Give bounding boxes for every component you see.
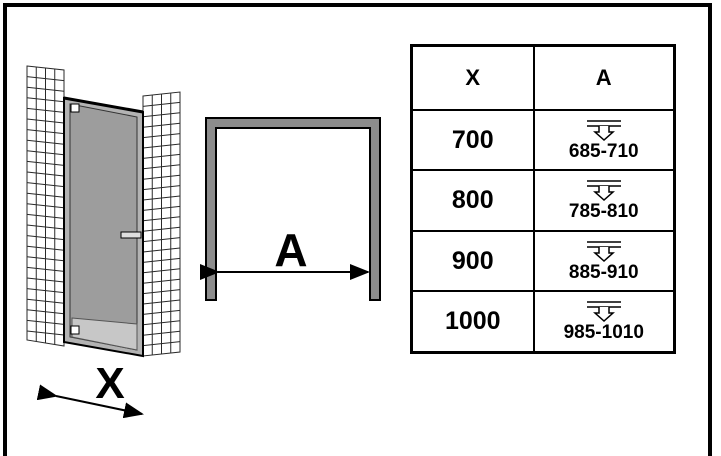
tile-line [26, 319, 65, 325]
width-cell: 800 [410, 169, 535, 232]
tile-line [26, 97, 65, 103]
tile-line [26, 139, 65, 145]
header-x: X [410, 44, 535, 111]
tile-line [26, 118, 65, 124]
trap-icon [586, 301, 621, 323]
tile-line [142, 289, 181, 295]
tile-line [26, 86, 65, 92]
opening-top-view [205, 117, 381, 301]
table-row: 700 685-710 [410, 108, 676, 172]
tile-line [26, 182, 65, 188]
trap-icon [586, 240, 621, 262]
width-cell: 1000 [410, 290, 535, 354]
tile-line [142, 143, 181, 149]
trap-icon [586, 120, 621, 141]
tile-line [142, 247, 181, 253]
tile-line [26, 309, 65, 315]
tile-line [26, 224, 65, 230]
width-cell: 900 [410, 229, 535, 293]
range-cell: 785-810 [532, 169, 676, 232]
tile-line [26, 288, 65, 294]
table-row: 800 785-810 [410, 169, 676, 232]
tile-line [26, 150, 65, 156]
door-handle [120, 231, 142, 239]
tile-line [26, 160, 65, 166]
tile-line [142, 164, 181, 170]
tile-line [26, 266, 65, 272]
tile-line [142, 133, 181, 139]
range-value: 985-1010 [563, 322, 644, 344]
tile-line [142, 341, 181, 347]
range-value: 885-910 [568, 261, 639, 283]
width-cell: 700 [410, 108, 535, 172]
tile-line [142, 237, 181, 243]
tile-line [142, 216, 181, 222]
tile-line [26, 171, 65, 177]
left-tiled-wall [26, 65, 65, 347]
tile-line [26, 76, 65, 82]
opening-dimension-a: A [200, 224, 370, 280]
tile-line [26, 129, 65, 135]
tile-line [26, 330, 65, 336]
table-row: 900 885-910 [410, 229, 676, 293]
x-label: X [95, 359, 124, 408]
right-tiled-wall [142, 91, 181, 357]
trap-icon [586, 180, 621, 202]
tile-line [142, 330, 181, 336]
header-a: A [532, 44, 676, 111]
table-row: 1000 985-1010 [410, 290, 676, 354]
a-label: A [274, 224, 307, 276]
tile-line [142, 185, 181, 191]
tile-line [142, 299, 181, 305]
width-dimension-x: X [36, 359, 144, 419]
tile-line [142, 268, 181, 274]
range-cell: 885-910 [532, 229, 676, 293]
tile-line [26, 107, 65, 113]
tile-line [26, 235, 65, 241]
tile-line [142, 174, 181, 180]
tile-line [142, 101, 181, 107]
tile-line [142, 257, 181, 263]
tile-line [26, 277, 65, 283]
tile-line [26, 192, 65, 198]
tile-line [26, 203, 65, 209]
tile-line [142, 226, 181, 232]
tile-line [142, 195, 181, 201]
tile-line [142, 122, 181, 128]
shower-door [63, 96, 144, 358]
range-cell: 985-1010 [532, 290, 676, 354]
tile-line [26, 256, 65, 262]
range-cell: 685-710 [532, 108, 676, 172]
tile-line [142, 112, 181, 118]
range-value: 685-710 [568, 140, 639, 162]
range-value: 785-810 [568, 201, 639, 223]
tile-line [142, 205, 181, 211]
size-table: X A 700 685-710 800 785-810 900 [410, 44, 676, 354]
tile-line [142, 278, 181, 284]
tile-line [142, 153, 181, 159]
tile-line [26, 245, 65, 251]
tile-line [26, 213, 65, 219]
tile-line [26, 298, 65, 304]
outer-frame [3, 3, 712, 456]
tile-line [142, 320, 181, 326]
table-header-row: X A [410, 44, 676, 111]
tile-line [142, 309, 181, 315]
